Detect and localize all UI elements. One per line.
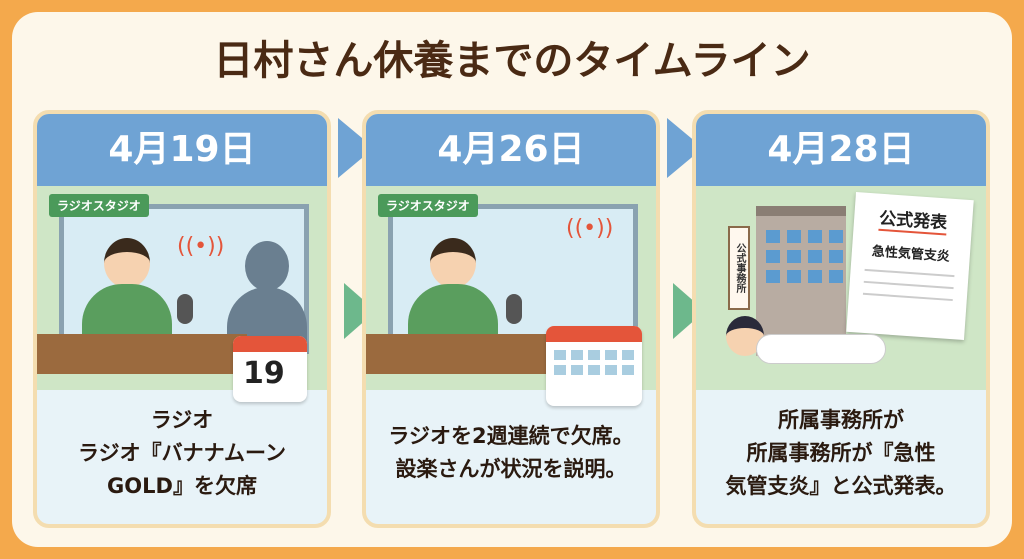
broadcast-icon: ((•)) [177,234,225,259]
document-title: 公式発表 [878,203,949,236]
broadcast-icon: ((•)) [566,216,614,241]
card-date: 4月19日 [37,114,327,186]
radio-studio-scene: ラジオスタジオ ((•)) 19 [37,186,327,402]
timeline-card-apr28: 4月28日 公式事務所 公式発表 急性気管支炎 所属事務所が 所属事務所が『急性… [692,110,990,528]
calendar-icon: 19 [233,336,307,402]
description-line: 気管支炎』と公式発表。 [725,474,957,498]
scene-tag: ラジオスタジオ [49,194,149,217]
office-building-icon [756,206,846,356]
page-title: 日村さん休養までのタイムライン [213,38,811,84]
card-date: 4月26日 [366,114,656,186]
resting-doctor-figure [716,316,886,366]
description-line: GOLD』を欠席 [107,474,257,498]
host-figure [82,238,172,340]
description-line: 所属事務所が『急性 [746,441,936,465]
scene-tag: ラジオスタジオ [378,194,478,217]
office-announcement-scene: 公式事務所 公式発表 急性気管支炎 [696,186,986,390]
microphone-icon [506,294,522,324]
description-line: ラジオ [150,408,214,432]
timeline-card-apr26: 4月26日 ラジオスタジオ ((•)) ラジオを2週連続で欠席。 設楽さんが状況… [362,110,660,528]
description-line: 設楽さんが状況を説明。 [395,457,627,481]
description-line: ラジオを2週連続で欠席。 [388,424,634,448]
desk [37,334,247,374]
calendar-icon [546,326,642,406]
radio-studio-scene: ラジオスタジオ ((•)) [366,186,656,406]
description-line: 所属事務所が [778,408,904,432]
timeline-card-apr19: 4月19日 ラジオスタジオ ((•)) 19 ラジオ ラジオ『バナナムーン GO… [33,110,331,528]
microphone-icon [177,294,193,324]
document-body: 急性気管支炎 [871,244,951,265]
card-description: ラジオ ラジオ『バナナムーン GOLD』を欠席 [37,390,327,503]
card-description: 所属事務所が 所属事務所が『急性 気管支炎』と公式発表。 [696,390,986,503]
building-sign: 公式事務所 [728,226,750,310]
desk [366,334,576,374]
card-date: 4月28日 [696,114,986,186]
host-figure [408,238,498,340]
description-line: ラジオ『バナナムーン [78,441,286,465]
absent-silhouette [227,241,307,342]
card-description: ラジオを2週連続で欠席。 設楽さんが状況を説明。 [366,390,656,486]
